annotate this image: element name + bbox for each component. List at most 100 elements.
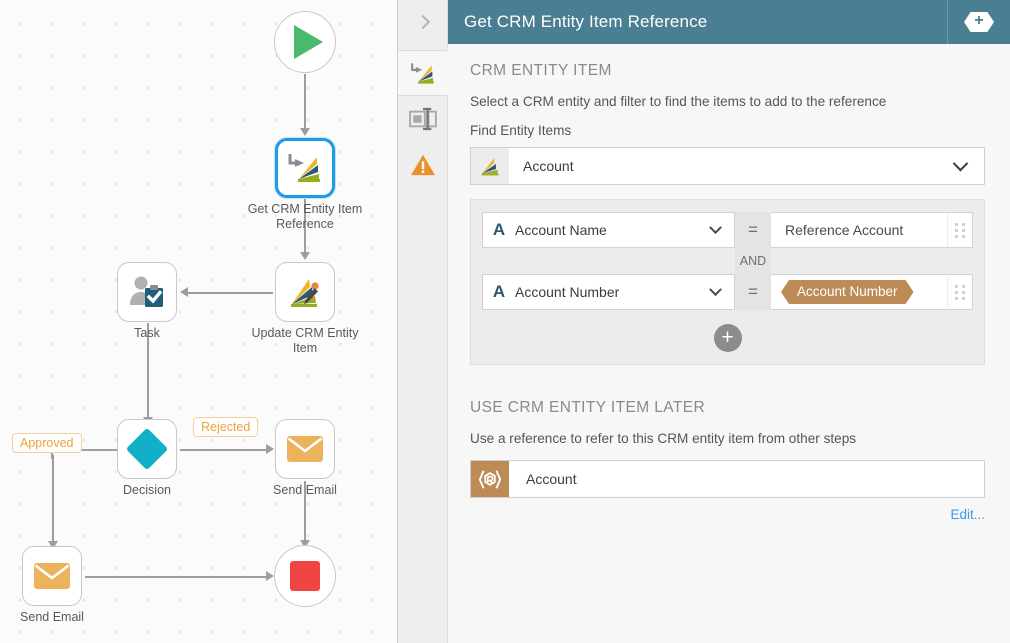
task-user-icon (130, 276, 163, 307)
node-label: Update CRM Entity Item (251, 326, 359, 355)
panel-tabstrip (398, 44, 448, 643)
filter-panel: A Account Name = Reference Account AND (470, 199, 985, 365)
entity-select[interactable]: Account (470, 147, 985, 185)
later-section-description: Use a reference to refer to this CRM ent… (470, 431, 857, 446)
node-start[interactable] (274, 11, 336, 73)
update-crm-node-shape[interactable] (275, 262, 335, 322)
filter-row: A Account Name = Reference Account (482, 212, 973, 248)
edge-arrow (180, 287, 188, 297)
node-update-crm-entity-item[interactable]: Update CRM Entity Item (252, 262, 358, 355)
hex-plus-icon[interactable]: + (964, 12, 994, 32)
workflow-canvas[interactable]: Get CRM Entity Item Reference Update CRM… (0, 0, 398, 643)
task-node-shape[interactable] (117, 262, 177, 322)
filter-conjunction-label: AND (735, 248, 771, 274)
edge-arrow (266, 444, 274, 454)
send-email-node-shape[interactable] (22, 546, 82, 606)
tab-crm-entity[interactable] (398, 50, 448, 96)
node-get-crm-entity-item-reference[interactable]: Get CRM Entity Item Reference (248, 138, 362, 231)
filter-value-input[interactable]: Account Number (771, 274, 947, 310)
decision-diamond-icon (125, 427, 169, 471)
node-label: Get CRM Entity Item Reference (247, 202, 363, 231)
section-spacer (470, 365, 985, 399)
chevron-down-icon (952, 155, 969, 171)
edge-arrow (299, 128, 310, 136)
edge-arrow (299, 252, 310, 260)
edit-reference-link[interactable]: Edit... (950, 507, 985, 522)
edge-arrow (299, 540, 310, 548)
crm-section-description: Select a CRM entity and filter to find t… (470, 94, 887, 109)
edge-start-to-getcrm (304, 74, 306, 131)
filter-conjunction-row: AND (482, 248, 973, 274)
stop-icon (290, 561, 320, 591)
collapse-panel-button[interactable] (398, 0, 448, 44)
node-send-email-rejected[interactable]: Send Email (273, 419, 337, 497)
edge-decision-approved-v (52, 455, 54, 545)
edge-arrow (266, 571, 274, 581)
tab-warnings[interactable] (398, 142, 448, 188)
find-entity-items-label: Find Entity Items (470, 123, 572, 138)
edge-updatecrm-to-task (184, 292, 273, 294)
edge-decision-approved-h (58, 449, 118, 451)
reference-select[interactable]: Account (470, 460, 985, 498)
filter-field-value: Account Number (515, 284, 620, 300)
page-title: Get CRM Entity Item Reference (464, 12, 708, 31)
crm-update-icon (291, 279, 319, 307)
drag-handle-icon[interactable] (947, 212, 973, 248)
node-decision[interactable]: Decision (117, 419, 177, 497)
properties-panel: Get CRM Entity Item Reference + (398, 0, 1010, 643)
filter-field-select[interactable]: A Account Number (482, 274, 735, 310)
crm-get-reference-icon (288, 154, 320, 182)
warning-triangle-icon (410, 154, 435, 176)
start-node-shape[interactable] (274, 11, 336, 73)
chevron-down-icon (709, 282, 722, 296)
crm-section-title: CRM ENTITY ITEM (470, 62, 612, 79)
later-section-title: USE CRM ENTITY ITEM LATER (470, 399, 706, 416)
get-crm-node-shape[interactable] (275, 138, 335, 198)
stop-node-shape[interactable] (274, 545, 336, 607)
send-email-node-shape[interactable] (275, 419, 335, 479)
text-type-icon: A (492, 220, 506, 239)
node-stop[interactable] (274, 545, 336, 607)
edge-label-approved: Approved (12, 433, 82, 453)
crm-get-reference-icon (410, 62, 434, 84)
envelope-icon (287, 436, 323, 462)
add-filter-button[interactable]: + (713, 324, 742, 352)
reference-select-value: Account (526, 471, 577, 487)
node-label: Send Email (273, 483, 337, 497)
add-filter-row: + (482, 310, 973, 354)
filter-row: A Account Number = Account Number (482, 274, 973, 310)
edge-getcrm-to-updatecrm (304, 199, 306, 255)
edge-decision-to-email-rejected (180, 449, 269, 451)
edge-email2-to-stop (85, 576, 270, 578)
entity-select-value: Account (523, 158, 574, 174)
panel-header: Get CRM Entity Item Reference + (398, 0, 1010, 44)
panel-body: CRM ENTITY ITEM Select a CRM entity and … (398, 44, 1010, 643)
decision-node-shape[interactable] (117, 419, 177, 479)
node-task[interactable]: Task (117, 262, 177, 340)
edge-email-to-stop (304, 481, 306, 543)
chevron-right-icon (415, 14, 430, 30)
filter-operator[interactable]: = (735, 274, 771, 310)
node-label: Task (134, 326, 160, 340)
header-actions: + (947, 0, 1010, 44)
tab-inputs[interactable] (398, 96, 448, 142)
node-label: Decision (123, 483, 171, 497)
filter-field-value: Account Name (515, 222, 607, 238)
filter-field-select[interactable]: A Account Name (482, 212, 735, 248)
envelope-icon (34, 563, 70, 589)
drag-handle-icon[interactable] (947, 274, 973, 310)
filter-operator[interactable]: = (735, 212, 771, 248)
play-icon (294, 25, 323, 59)
edge-arrow (48, 541, 58, 549)
text-type-icon: A (492, 282, 506, 301)
chevron-down-icon (709, 220, 722, 234)
node-label: Send Email (20, 610, 84, 624)
crm-entity-icon (471, 148, 509, 184)
reference-hex-icon (471, 461, 509, 497)
edge-task-to-decision (147, 323, 149, 420)
filter-value-input[interactable]: Reference Account (771, 212, 947, 248)
panel-content: CRM ENTITY ITEM Select a CRM entity and … (448, 44, 1010, 643)
node-send-email-approved[interactable]: Send Email (20, 546, 84, 624)
variable-token[interactable]: Account Number (781, 280, 914, 304)
edge-label-rejected: Rejected (193, 417, 259, 437)
